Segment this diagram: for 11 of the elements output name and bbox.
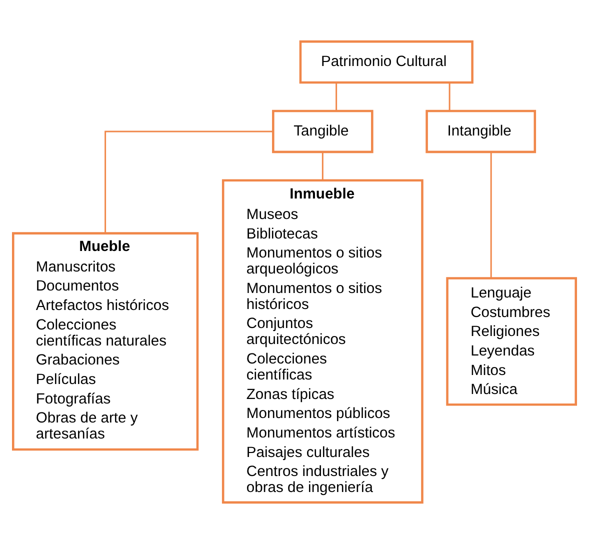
connector [448, 82, 450, 110]
node-box: Inmueble Museos Bibliotecas Monumentos o sitios arqueológicos Monumentos o sitios históricos Conjuntos arquitectónicos Colecciones científicas Zonas típicas Monumentos públicos Monumentos artísticos Paisajes culturales Centros industriales y obras de ingeniería [222, 178, 424, 504]
node-box: Intangible [426, 109, 536, 153]
connector [104, 130, 273, 233]
connector [336, 82, 338, 110]
node-box: Patrimonio Cultural [299, 40, 474, 84]
node-box: Mueble Manuscritos Documentos Artefactos históricos Colecciones científicas naturales Grabaciones Películas Fotografías Obras de arte y artesanías [12, 232, 199, 450]
node-box: Tangible [272, 109, 374, 153]
connector [322, 151, 324, 180]
node-box: Lenguaje Costumbres Religiones Leyendas Mitos Música [446, 276, 578, 406]
connector [490, 151, 492, 278]
